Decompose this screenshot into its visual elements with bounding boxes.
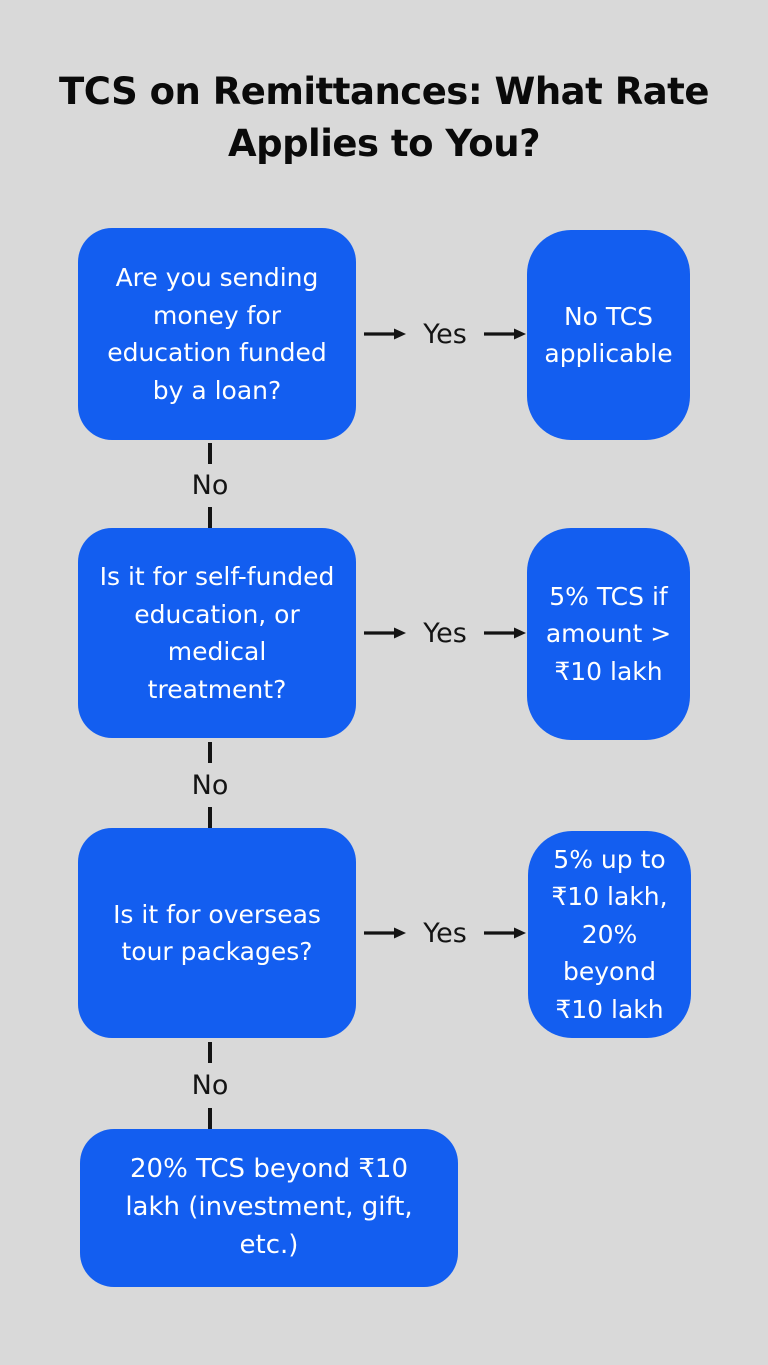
no-connector-3: No <box>180 1042 240 1129</box>
arrow-right-icon <box>364 627 406 639</box>
yes-branch-row-3: Yes <box>356 828 527 1038</box>
final-node-20pct-tcs: 20% TCS beyond ₹10 lakh (investment, gif… <box>80 1129 458 1287</box>
vertical-line <box>208 507 212 528</box>
yes-label: Yes <box>423 617 467 649</box>
arrow-right-icon <box>484 627 526 639</box>
result-node-no-tcs: No TCS applicable <box>527 230 690 440</box>
yes-label: Yes <box>423 318 467 350</box>
no-label: No <box>191 1070 229 1101</box>
vertical-line <box>208 443 212 464</box>
no-label: No <box>191 769 229 801</box>
arrow-right-icon <box>364 328 406 340</box>
vertical-line <box>208 1108 212 1129</box>
question-node-self-funded-medical: Is it for self-funded education, or medi… <box>78 528 356 738</box>
result-node-tiered-tcs: 5% up to ₹10 lakh, 20% beyond ₹10 lakh <box>528 831 691 1038</box>
no-label: No <box>191 470 229 501</box>
page-title: TCS on Remittances: What Rate Applies to… <box>59 70 709 165</box>
arrow-right-icon <box>484 328 526 340</box>
yes-branch-row-1: Yes <box>356 228 527 440</box>
no-connector-2: No <box>180 742 240 828</box>
question-node-education-loan: Are you sending money for education fund… <box>78 228 356 440</box>
question-node-tour-packages: Is it for overseas tour packages? <box>78 828 356 1038</box>
yes-label: Yes <box>423 917 467 949</box>
yes-branch-row-2: Yes <box>356 528 527 738</box>
arrow-right-icon <box>484 927 526 939</box>
arrow-right-icon <box>364 927 406 939</box>
vertical-line <box>208 807 212 828</box>
vertical-line <box>208 742 212 763</box>
no-connector-1: No <box>180 443 240 528</box>
result-node-5pct-tcs: 5% TCS if amount > ₹10 lakh <box>527 528 690 740</box>
vertical-line <box>208 1042 212 1063</box>
